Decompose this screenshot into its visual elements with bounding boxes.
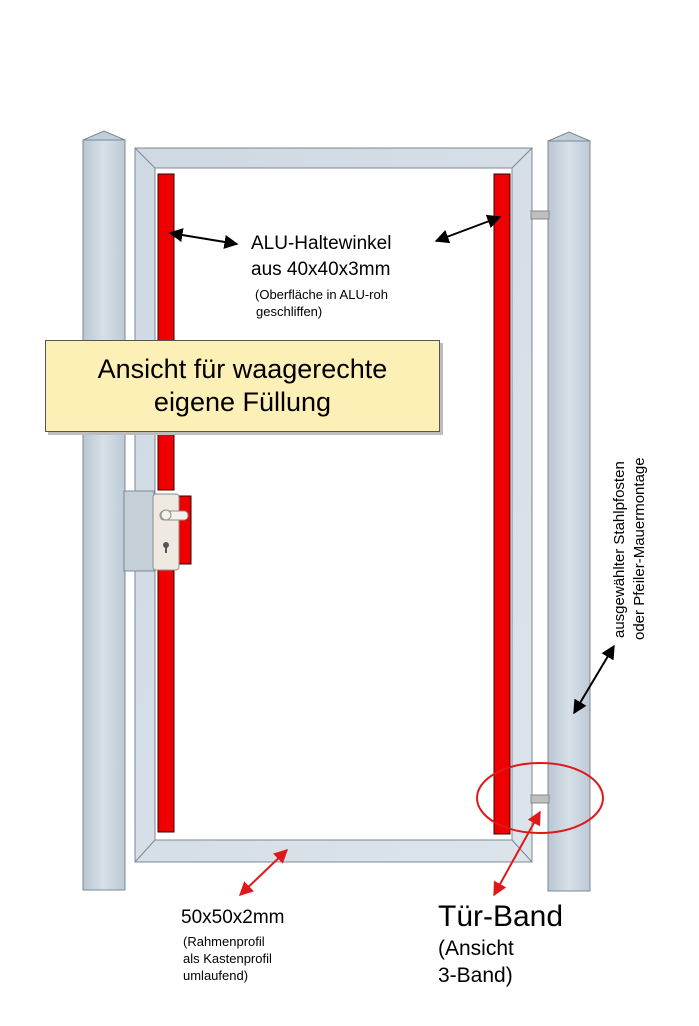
alu-angle-right — [493, 173, 511, 835]
hinge-highlight-circle — [476, 762, 604, 834]
haltewinkel-size: aus 40x40x3mm — [251, 259, 391, 280]
door-hinge-icon — [530, 210, 550, 804]
post-label-line-1: ausgewählter Stahlpfosten — [611, 461, 628, 638]
arrow-post — [573, 644, 615, 715]
haltewinkel-title: ALU-Haltewinkel — [251, 233, 392, 254]
arrow-hinge — [493, 810, 541, 897]
door-lock-icon — [123, 490, 192, 572]
hinge-note-1: (Ansicht — [438, 937, 514, 960]
right-post — [547, 131, 591, 892]
left-post — [82, 130, 126, 891]
gate-frame — [134, 147, 533, 863]
arrow-haltewinkel-right — [434, 214, 502, 244]
hinge-title: Tür-Band — [438, 900, 564, 933]
arrow-frame-profile — [238, 849, 289, 896]
view-banner: Ansicht für waagerechte eigene Füllung — [45, 340, 440, 432]
hinge-note-2: 3-Band) — [438, 964, 513, 987]
banner-line-1: Ansicht für waagerechte — [97, 354, 388, 384]
banner-line-2: eigene Füllung — [153, 387, 332, 417]
haltewinkel-note-2: geschliffen) — [256, 304, 323, 319]
frame-note-2: als Kastenprofil — [183, 951, 272, 966]
frame-note-1: (Rahmenprofil — [183, 934, 265, 949]
frame-size: 50x50x2mm — [181, 907, 285, 928]
frame-note-3: umlaufend) — [183, 968, 249, 983]
arrow-haltewinkel-left — [168, 228, 239, 249]
haltewinkel-note-1: (Oberfläche in ALU-roh — [255, 287, 388, 302]
post-label-line-2: oder Pfeiler-Mauermontage — [631, 457, 648, 640]
